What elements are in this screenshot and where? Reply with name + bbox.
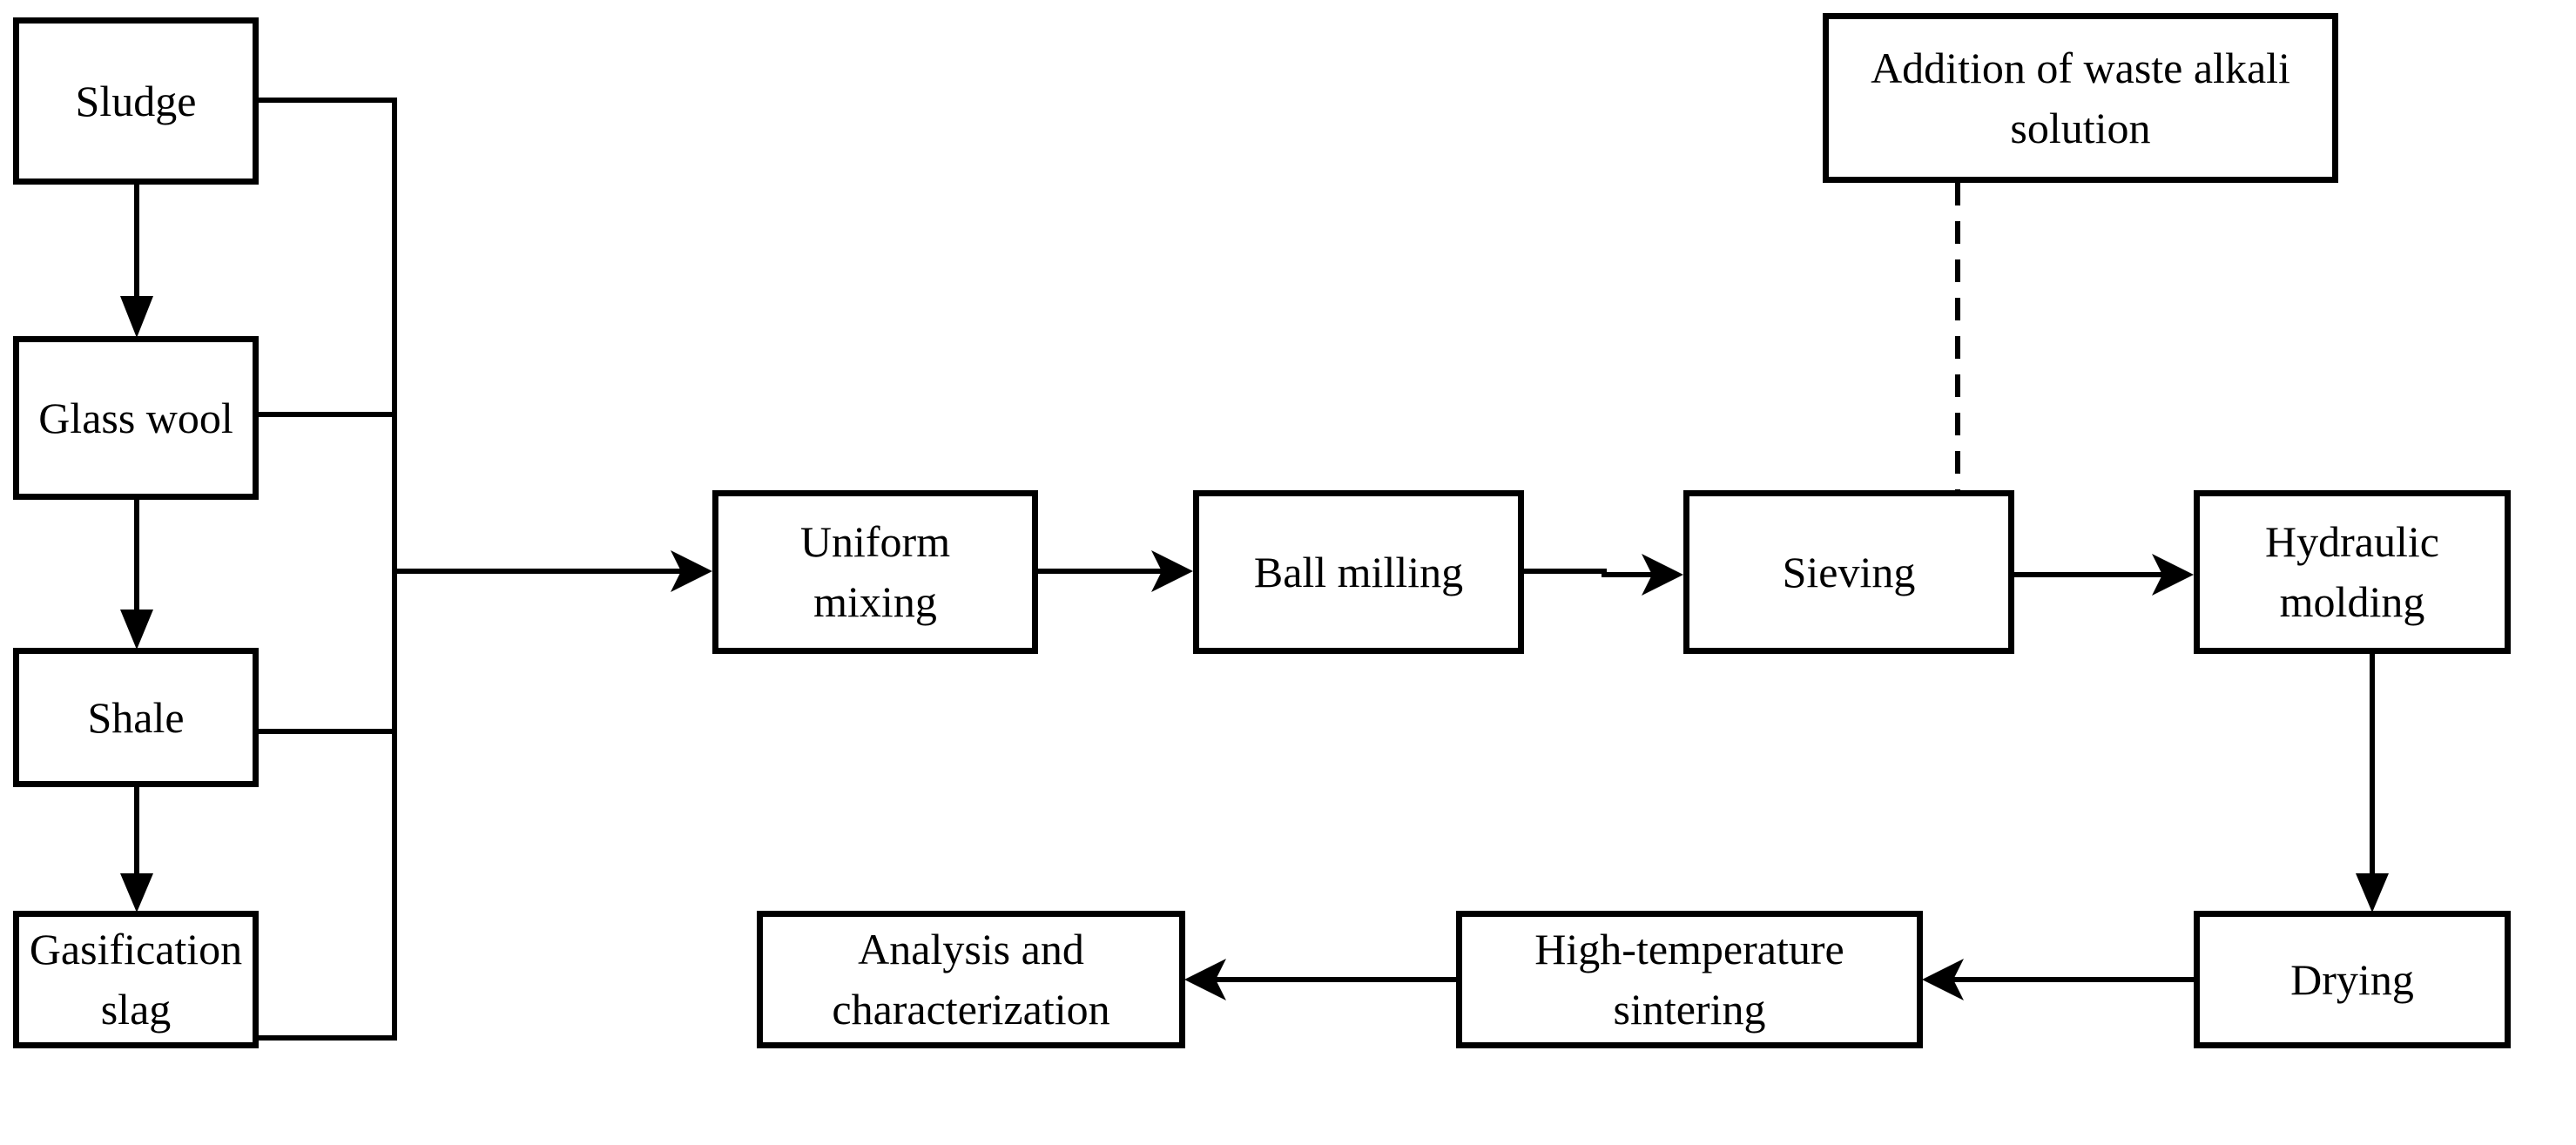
arrow-hydraulic-molding-to-drying xyxy=(2356,651,2389,913)
node-waste-alkali-addition: Addition of waste alkali solution xyxy=(1823,13,2338,183)
node-uniform-mixing: Uniform mixing xyxy=(712,490,1038,654)
node-analysis-characterization: Analysis and characterization xyxy=(757,911,1185,1048)
input-bus-connector xyxy=(257,98,397,1041)
arrow-sintering-to-analysis xyxy=(1184,959,1456,1000)
arrow-drying-to-sintering xyxy=(1922,959,2194,1000)
arrow-glass-wool-to-shale xyxy=(120,498,153,650)
arrow-ball-milling-to-sieving xyxy=(1522,554,1683,596)
node-high-temperature-sintering: High-temperature sintering xyxy=(1456,911,1923,1048)
arrow-sieving-to-hydraulic-molding xyxy=(2013,554,2194,596)
arrow-shale-to-gasification-slag xyxy=(120,785,153,913)
node-sludge: Sludge xyxy=(13,17,259,185)
node-drying: Drying xyxy=(2194,911,2511,1048)
node-sieving: Sieving xyxy=(1683,490,2014,654)
arrow-bus-to-uniform-mixing xyxy=(394,550,712,592)
node-glass-wool: Glass wool xyxy=(13,336,259,500)
arrow-uniform-mixing-to-ball-milling xyxy=(1036,550,1193,592)
arrow-sludge-to-glass-wool xyxy=(120,183,153,338)
node-shale: Shale xyxy=(13,648,259,787)
node-gasification-slag: Gasification slag xyxy=(13,911,259,1048)
node-hydraulic-molding: Hydraulic molding xyxy=(2194,490,2511,654)
node-ball-milling: Ball milling xyxy=(1193,490,1524,654)
